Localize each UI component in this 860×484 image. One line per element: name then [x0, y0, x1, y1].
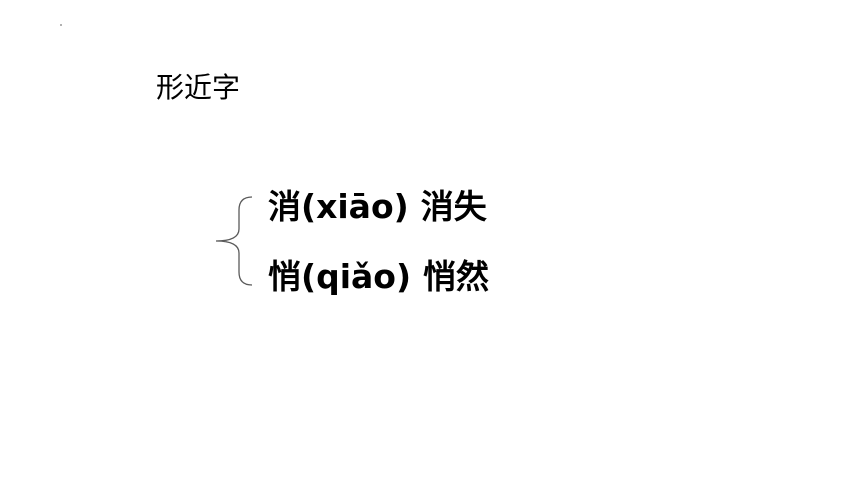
example-word: 消失 — [420, 187, 487, 226]
entry-row: 悄(qiǎo) 悄然 — [268, 252, 489, 322]
curly-brace-icon — [215, 196, 253, 286]
slide-title: 形近字 — [156, 71, 241, 104]
char-pinyin: 悄(qiǎo) — [268, 257, 412, 296]
entry-row: 消(xiāo) 消失 — [268, 182, 489, 252]
example-word: 悄然 — [423, 257, 490, 296]
marker-dot — [60, 24, 62, 26]
word-list: 消(xiāo) 消失 悄(qiǎo) 悄然 — [268, 182, 489, 322]
char-pinyin: 消(xiāo) — [268, 187, 409, 226]
